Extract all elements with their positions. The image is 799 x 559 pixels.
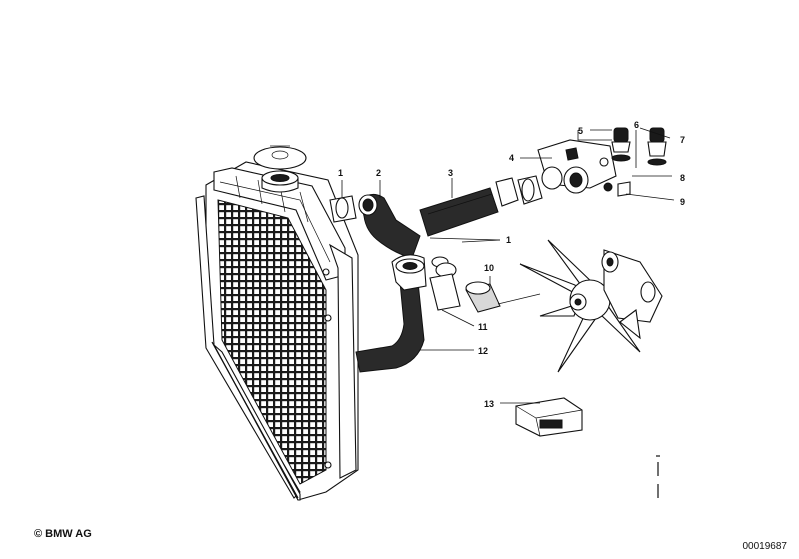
bypass-hose <box>465 281 501 313</box>
sealing-washers <box>603 181 631 197</box>
thermostat-housing <box>537 139 617 194</box>
lower-hose <box>355 254 461 373</box>
callout-6: 6 <box>634 120 639 130</box>
radiator-cap <box>253 146 307 170</box>
bolt-icon <box>322 268 330 276</box>
temperature-sensor-7 <box>647 127 667 166</box>
callout-8: 8 <box>680 173 685 183</box>
copyright-notice: © BMW AG <box>34 528 92 540</box>
relay-module <box>515 397 583 437</box>
callout-labels: 1 2 3 4 5 6 7 8 9 1 10 11 12 13 <box>338 120 685 409</box>
upper-hose <box>329 194 421 259</box>
radiator <box>195 145 359 501</box>
callout-2: 2 <box>376 168 381 178</box>
callout-1-top: 1 <box>338 168 343 178</box>
leader-lines <box>341 127 675 404</box>
callout-1-mid: 1 <box>506 235 511 245</box>
bolt-icon <box>324 461 332 469</box>
callout-7: 7 <box>680 135 685 145</box>
callout-11: 11 <box>478 322 488 332</box>
callout-12: 12 <box>478 346 488 356</box>
callout-9: 9 <box>680 197 685 207</box>
callout-4: 4 <box>509 153 514 163</box>
hose-clamp <box>495 177 519 207</box>
bolt-icon <box>324 314 332 322</box>
callout-3: 3 <box>448 168 453 178</box>
callout-5: 5 <box>578 126 583 136</box>
temperature-sensor-5 <box>611 127 631 162</box>
scale-marker <box>656 455 660 498</box>
document-number: 00019687 <box>742 541 788 552</box>
straight-hose <box>419 175 543 237</box>
callout-10: 10 <box>484 263 494 273</box>
fan-and-water-pump <box>519 239 663 373</box>
callout-13: 13 <box>484 399 494 409</box>
